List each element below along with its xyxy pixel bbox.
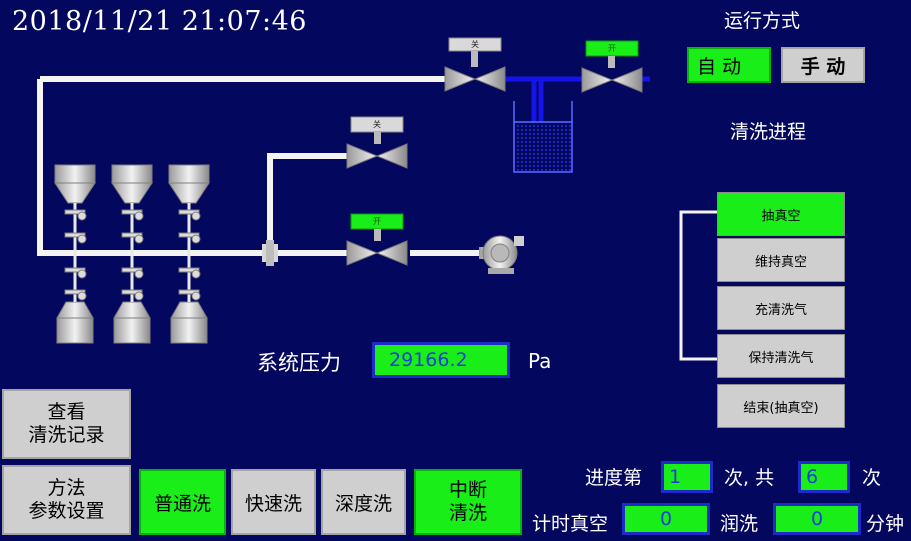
valve-top-right-icon: [581, 40, 643, 93]
interrupt-line1: 中断: [448, 479, 487, 501]
manual-mode-button[interactable]: 手 动: [781, 47, 865, 83]
view-records-line2: 清洗记录: [28, 424, 105, 446]
method-settings-button[interactable]: 方法 参数设置: [2, 465, 131, 535]
waste-tank-icon: [513, 101, 573, 173]
pressure-label: 系统压力: [257, 351, 341, 375]
small-valve-icon: [178, 209, 201, 221]
small-valve-icon: [64, 232, 87, 244]
normal-wash-button[interactable]: 普通洗: [139, 469, 226, 535]
small-valve-icon: [121, 267, 144, 279]
rinse-label: 润洗: [720, 513, 759, 535]
small-valve-icon: [178, 289, 201, 301]
datetime-display: 2018/11/21 21:07:46: [12, 6, 307, 37]
vessel-lines: [73, 203, 191, 302]
vacuum-pump-icon: [479, 235, 524, 274]
valve-middle-icon: [346, 116, 408, 169]
pipe-tee-icon: [262, 240, 278, 266]
quick-wash-button[interactable]: 快速洗: [231, 469, 316, 535]
interrupt-line2: 清洗: [448, 502, 487, 524]
rinse-value: 0: [773, 503, 861, 535]
step-hold-vacuum: 维持真空: [717, 238, 845, 282]
white-pipes: [37, 76, 482, 256]
vacuum-timer-label: 计时真空: [532, 513, 609, 535]
vessel-icon: [56, 301, 94, 344]
view-records-line1: 查看: [47, 401, 86, 423]
valve-pump-label: 开: [373, 217, 381, 226]
sample-vessels: [54, 164, 210, 344]
view-records-button[interactable]: 查看 清洗记录: [2, 389, 131, 459]
small-valve-icon: [64, 209, 87, 221]
minutes-unit: 分钟: [866, 513, 905, 535]
step-fill-gas: 充清洗气: [717, 286, 845, 330]
interrupt-wash-button[interactable]: 中断 清洗: [414, 469, 522, 535]
valve-top-right-label: 开: [608, 44, 616, 53]
run-mode-title: 运行方式: [724, 10, 801, 32]
vessel-icon: [113, 301, 151, 344]
vessel-icon: [168, 164, 210, 204]
auto-mode-button[interactable]: 自 动: [687, 47, 771, 83]
vessel-icon: [111, 164, 153, 204]
deep-wash-button[interactable]: 深度洗: [321, 469, 406, 535]
small-valve-icon: [178, 232, 201, 244]
small-valve-icon: [121, 289, 144, 301]
small-valve-icon: [121, 232, 144, 244]
progress-prefix: 进度第: [585, 467, 643, 489]
valve-top-left-label: 关: [471, 40, 479, 49]
vessel-icon: [54, 164, 96, 204]
pressure-unit: Pa: [528, 349, 552, 373]
progress-total: 6: [798, 461, 850, 493]
progress-current: 1: [661, 461, 713, 493]
progress-middle: 次, 共: [724, 467, 775, 489]
step-hold-gas: 保持清洗气: [717, 334, 845, 378]
step-finish: 结束(抽真空): [717, 384, 845, 428]
valve-top-left-icon: [444, 37, 506, 92]
valve-pump-icon: [346, 213, 408, 266]
method-settings-line1: 方法: [47, 477, 86, 499]
progress-suffix: 次: [862, 467, 882, 489]
vessel-valves: [64, 209, 201, 301]
vessel-icon: [170, 301, 208, 344]
process-title: 清洗进程: [730, 121, 807, 143]
blue-pipes: [500, 76, 650, 128]
valve-middle-label: 关: [373, 120, 381, 129]
small-valve-icon: [64, 289, 87, 301]
process-bracket: [679, 210, 717, 361]
method-settings-line2: 参数设置: [28, 500, 105, 522]
small-valve-icon: [121, 209, 144, 221]
step-evacuate: 抽真空: [717, 192, 845, 236]
pressure-value: 29166.2: [372, 342, 510, 378]
small-valve-icon: [64, 267, 87, 279]
vacuum-timer-value: 0: [622, 503, 710, 535]
small-valve-icon: [178, 267, 201, 279]
